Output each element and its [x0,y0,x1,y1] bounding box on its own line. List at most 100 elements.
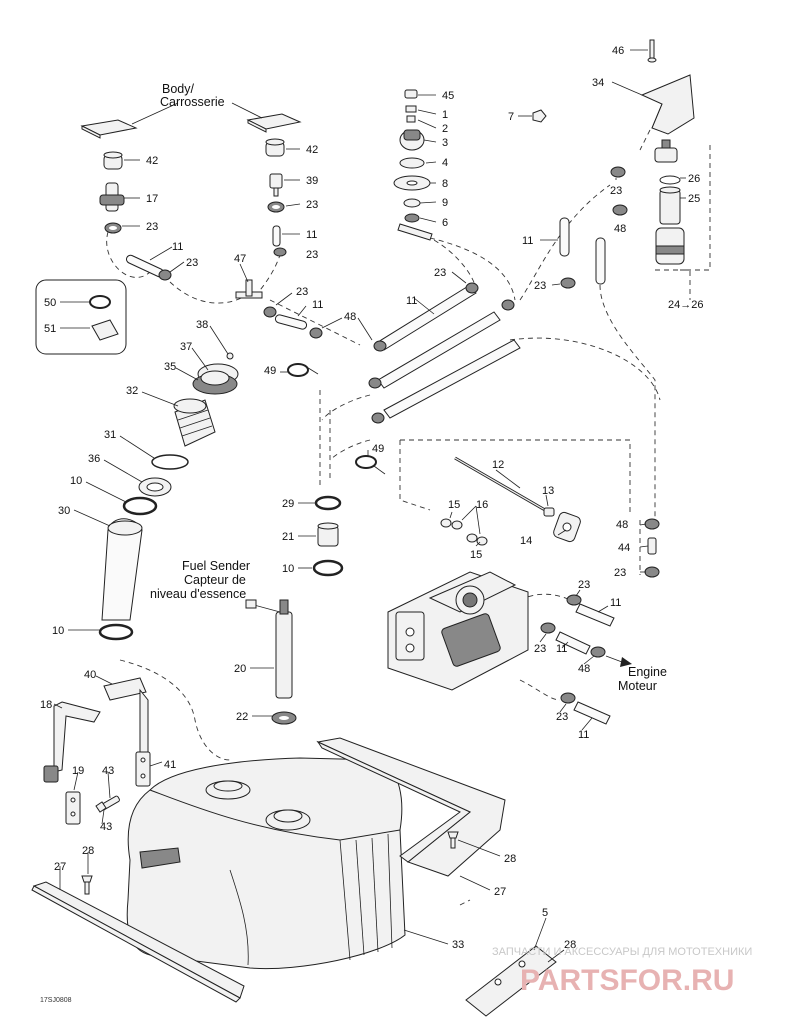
callout-27: 27 [54,861,66,873]
callout-5: 5 [542,907,548,919]
clamp-49-upper [287,363,319,377]
callout-3: 3 [442,137,448,149]
callout-23: 23 [434,267,446,279]
callout-42: 42 [146,155,158,167]
label-fuel-sender: Fuel Sender [182,559,250,573]
callout-27: 27 [494,886,506,898]
callout-21: 21 [282,531,294,543]
callout-9: 9 [442,197,448,209]
callout-34: 34 [592,77,604,89]
clamp-29 [314,495,342,511]
figure-code: 17SJ0808 [40,997,72,1004]
hose-11-vertical-a [559,217,570,257]
hose-11-short [272,225,287,257]
callout-25: 25 [688,193,700,205]
callout-8: 8 [442,178,448,190]
callout-49: 49 [372,443,384,455]
callout-23: 23 [534,280,546,292]
fuel-sender-20 [245,599,293,699]
flange-14 [553,511,581,543]
filler-hose-30 [101,518,143,621]
grommet-42-left [103,151,123,170]
clamp-48-right [644,518,660,530]
clamp-23-right-lower [644,566,660,578]
fuel-pickup-stack [393,89,433,241]
callout-50: 50 [44,297,56,309]
callout-48: 48 [344,311,356,323]
hose-11-diagonal-1 [373,282,479,352]
bracket-41 [135,751,151,787]
filter-25 [659,186,681,225]
bracket-34 [640,74,695,135]
callout-48: 48 [578,663,590,675]
callout-48: 48 [616,519,628,531]
callout-23: 23 [614,567,626,579]
clamp-23-pump-b [540,622,556,634]
hose-11-vertical-b [595,237,606,285]
clamp-23-pump-c [560,692,576,704]
label-capteur-de: Capteur de [184,573,246,587]
t-connector-47 [235,279,263,299]
clamp-23-right-top [267,201,285,213]
callout-23: 23 [306,199,318,211]
screw-28-right [447,831,459,849]
callout-11: 11 [522,235,533,247]
o-ring-26 [659,175,681,185]
callout-42: 42 [306,144,318,156]
callout-23: 23 [306,249,318,261]
hose-11-diagonal-2 [368,299,515,389]
bolt-43 [95,795,120,813]
watermark-logo: PARTSFOR.RU [520,964,734,997]
callout-11: 11 [406,295,417,307]
callout-49: 49 [264,365,276,377]
clamp-23-pump-a [566,594,582,606]
label-engine: Engine [628,665,667,679]
label-niveau-essence: niveau d'essence [150,587,246,601]
valve-17 [99,182,125,212]
callout-31: 31 [104,429,116,441]
hose-11-pump-a [575,603,615,627]
heat-shield [316,737,506,877]
callout-28: 28 [504,853,516,865]
clamp-10-top [122,496,158,516]
callout-35: 35 [164,361,176,373]
callout-11: 11 [312,299,323,311]
fuel-tank-33 [126,757,406,970]
vent-38 [226,352,234,360]
label-carrosserie: Carrosserie [160,95,225,109]
callout-36: 36 [88,453,100,465]
callout-41: 41 [164,759,176,771]
callout-15: 15 [448,499,460,511]
callout-17: 17 [146,193,158,205]
plate-5 [465,945,557,1017]
callout-40: 40 [84,669,96,681]
callout-39: 39 [306,175,318,187]
hose-11-mid [263,306,323,339]
callout-51: 51 [44,323,56,335]
adapter-36 [138,477,172,497]
cap-37-35 [192,363,239,395]
callout-23: 23 [578,579,590,591]
engine-arrow [605,655,632,667]
filter-housing-24 [655,227,685,265]
screw-46 [647,39,657,63]
fitting-44 [647,537,657,555]
callout-labels: Body/ Carrosserie 42 17 23 11 23 47 42 3… [40,45,703,1004]
filler-neck-32 [173,398,216,447]
callout-12: 12 [492,459,504,471]
label-moteur: Moteur [618,679,657,693]
hose-routing-lines [106,129,711,906]
hose-11-pump-c [573,701,611,725]
callout-15: 15 [470,549,482,561]
callout-23: 23 [186,257,198,269]
connector-39 [269,173,283,197]
clamp-10-sender [312,559,344,577]
callout-11: 11 [306,229,317,241]
callout-38: 38 [196,319,208,331]
callout-28: 28 [82,845,94,857]
clamp-49-lower [355,455,386,475]
callout-4: 4 [442,157,448,169]
screw-28-left [81,875,93,895]
callout-37: 37 [180,341,192,353]
